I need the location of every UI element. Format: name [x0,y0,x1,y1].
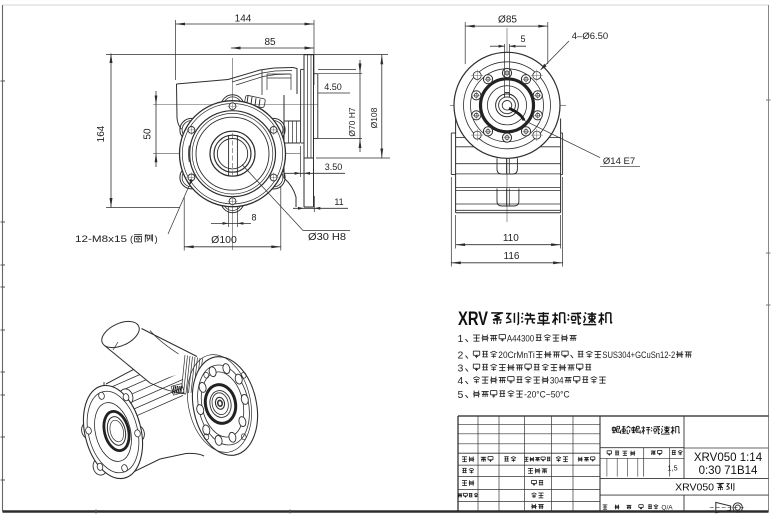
svg-text:8: 8 [251,213,256,223]
svg-text:116: 116 [504,251,520,262]
svg-text:Ø100: Ø100 [211,234,237,246]
svg-text:304: 304 [550,376,564,387]
svg-text:Q/A: Q/A [661,505,673,512]
svg-text:Ø70 H7: Ø70 H7 [347,107,357,137]
svg-text:4.50: 4.50 [324,82,342,92]
svg-text:20CrMnTi: 20CrMnTi [498,350,534,361]
svg-text:5: 5 [458,389,464,401]
svg-text:Ø14 E7: Ø14 E7 [603,156,635,167]
svg-text:12-M8x15: 12-M8x15 [75,234,127,245]
svg-text:164: 164 [96,125,107,142]
svg-text:XRV050: XRV050 [675,482,714,494]
svg-text:-20°C~50°C: -20°C~50°C [524,390,570,401]
svg-text:Ø108: Ø108 [369,107,379,128]
svg-text:85: 85 [264,37,276,48]
svg-text:3.50: 3.50 [325,162,343,172]
svg-text:2: 2 [458,350,464,362]
svg-text:110: 110 [503,233,519,244]
svg-text:4–Ø6.50: 4–Ø6.50 [572,31,608,42]
svg-text:SUS304+GCuSn12-2: SUS304+GCuSn12-2 [602,350,675,361]
svg-text:1: 1 [458,333,464,345]
svg-text:4: 4 [458,375,464,387]
svg-text:0:30 71B14: 0:30 71B14 [699,465,758,477]
svg-text:11: 11 [334,197,343,207]
svg-text:Ø85: Ø85 [498,15,517,26]
svg-text:XRV: XRV [458,308,488,330]
svg-text:5: 5 [520,34,525,44]
svg-text:A44300: A44300 [507,334,534,345]
svg-text:Ø30 H8: Ø30 H8 [308,232,346,243]
svg-text:50: 50 [143,128,154,140]
svg-text:1,5: 1,5 [667,464,677,473]
svg-text:3: 3 [458,363,464,375]
svg-text:XRV050 1:14: XRV050 1:14 [694,452,763,464]
svg-text:): ) [155,234,158,245]
svg-text:144: 144 [235,14,252,25]
